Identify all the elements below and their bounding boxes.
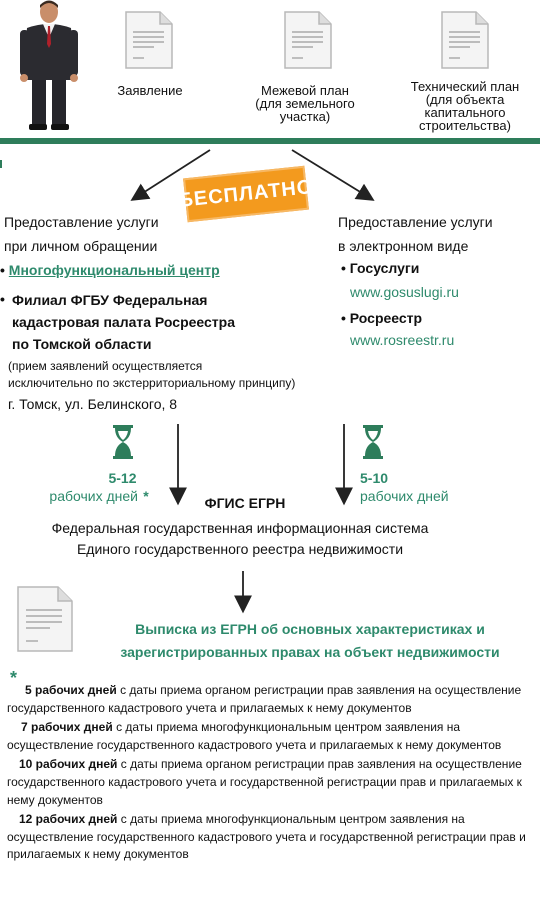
left-days-text: рабочих дней: [49, 488, 138, 504]
rosreestr-item: • Росреестр: [341, 310, 423, 326]
note-item-3: 10 рабочих дней с даты приема органом ре…: [7, 757, 522, 807]
notes-asterisk: *: [10, 668, 18, 688]
right-days-text: рабочих дней: [360, 488, 449, 504]
mfc-item: • Многофункциональный центр: [0, 262, 220, 278]
rosreestr-label: Росреестр: [349, 310, 423, 326]
businessman-figure: [20, 0, 78, 130]
tech-plan-label: Технический план (для объекта капитально…: [410, 79, 520, 133]
arrow-to-left-branch: [130, 149, 211, 201]
right-branch-title: Предоставление услуги в электронном виде: [338, 214, 493, 254]
left-days-count: 5-12: [108, 470, 137, 486]
note-item-1: 5 рабочих дней с даты приема органом рег…: [7, 683, 522, 715]
right-days-count: 5-10: [360, 470, 389, 486]
application-label: Заявление: [117, 83, 183, 98]
filial-note: (прием заявлений осуществляется исключит…: [8, 359, 296, 390]
survey-plan-label: Межевой план (для земельного участка): [255, 83, 355, 124]
survey-plan-document-icon: [284, 11, 332, 69]
note-item-2: 7 рабочих дней с даты приема многофункци…: [7, 720, 502, 752]
left-days-asterisk: *: [143, 488, 149, 504]
fgis-description: Федеральная государственная информационн…: [51, 520, 429, 557]
arrow-to-right-branch: [291, 149, 375, 201]
fgis-title: ФГИС ЕГРН: [204, 495, 286, 511]
result-title: Выписка из ЕГРН об основных характеристи…: [120, 621, 500, 660]
gosuslugi-label: Госуслуги: [349, 260, 420, 276]
rosreestr-link[interactable]: www.rosreestr.ru: [350, 332, 455, 348]
right-hourglass-icon: [363, 425, 383, 459]
gosuslugi-item: • Госуслуги: [341, 260, 420, 276]
extract-document-icon: [17, 586, 73, 652]
application-document-icon: [125, 11, 173, 69]
notes-block: 5 рабочих дней с даты приема органом рег…: [7, 682, 527, 864]
left-marker: [0, 160, 2, 168]
filial-bullet: •: [0, 291, 5, 307]
tech-plan-document-icon: [441, 11, 489, 69]
left-hourglass-icon: [113, 425, 133, 459]
mfc-link[interactable]: Многофункциональный центр: [8, 262, 220, 278]
filial-item: Филиал ФГБУ Федеральная кадастровая пала…: [12, 292, 235, 352]
filial-address: г. Томск, ул. Белинского, 8: [8, 396, 178, 412]
gosuslugi-link[interactable]: www.gosuslugi.ru: [350, 284, 459, 300]
note-item-4: 12 рабочих дней с даты приема многофункц…: [7, 812, 526, 862]
divider-bar: [0, 138, 540, 144]
left-branch-title: Предоставление услуги при личном обращен…: [4, 214, 159, 254]
